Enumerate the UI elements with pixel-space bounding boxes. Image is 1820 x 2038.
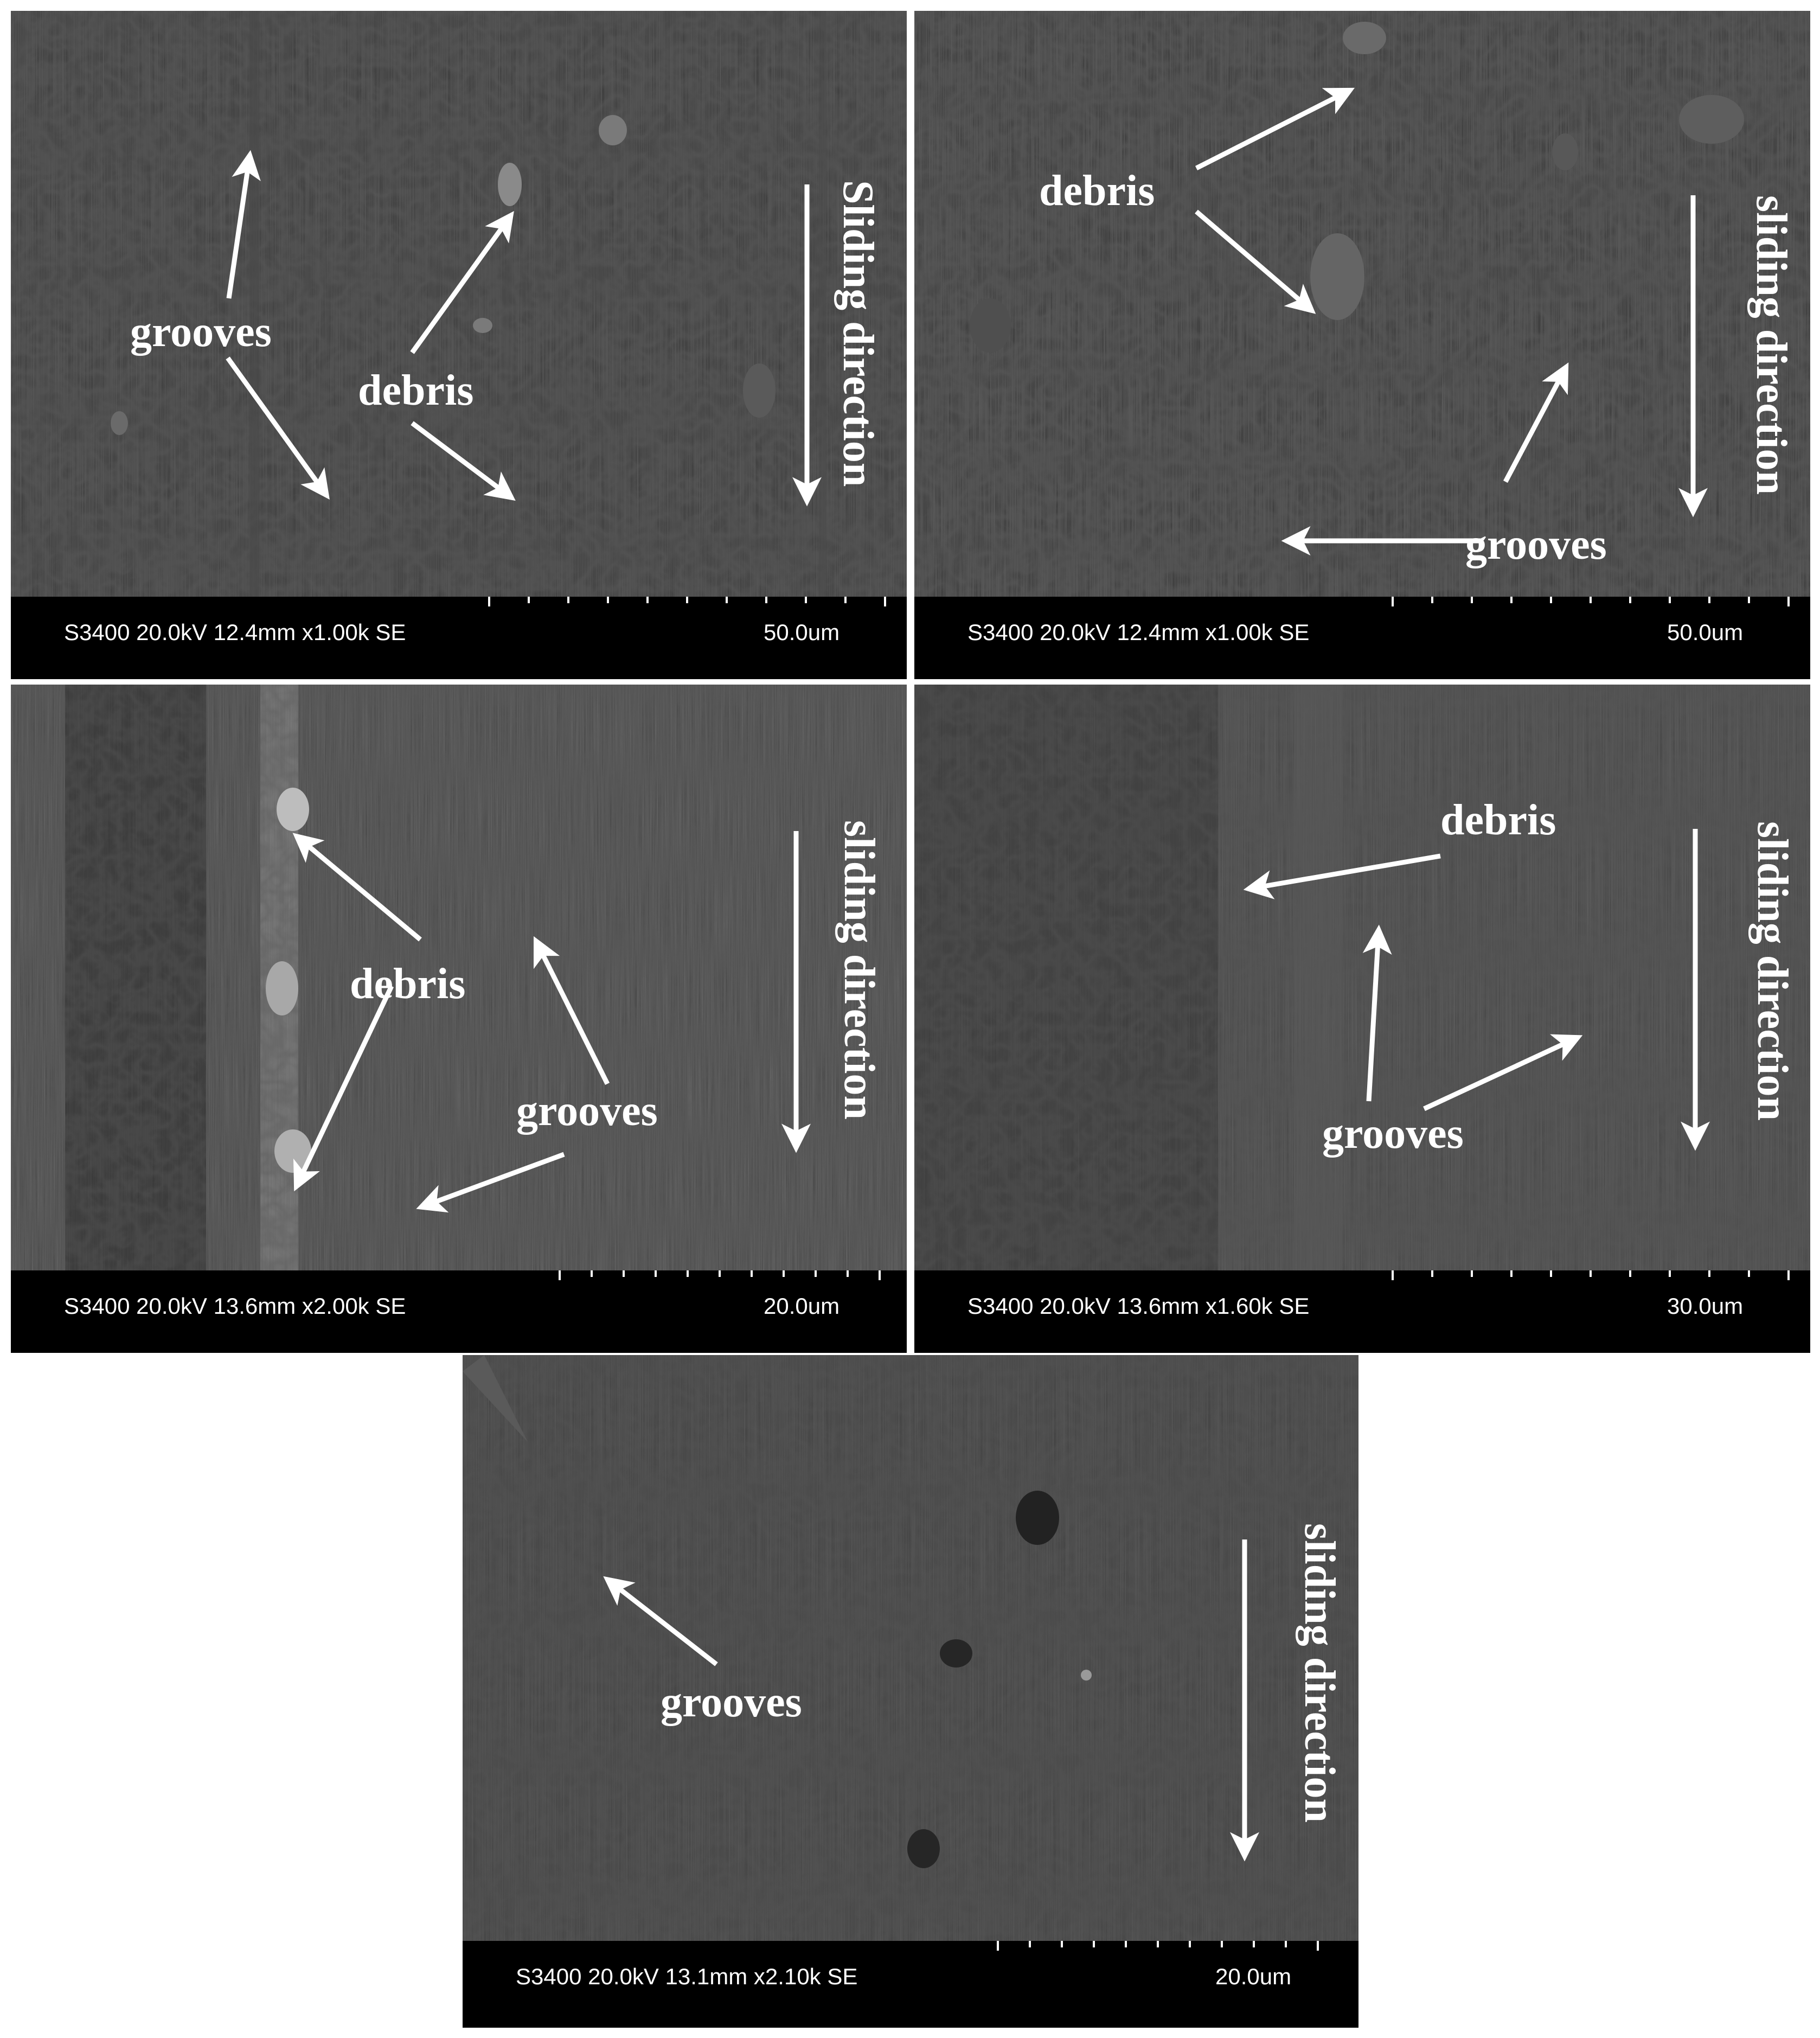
grooves-label: grooves xyxy=(1465,521,1607,568)
sliding-direction-label: sliding direction xyxy=(835,820,883,1120)
sem-data-bar: S3400 20.0kV 12.4mm x1.00k SE 50.0um xyxy=(914,597,1810,679)
sliding-direction-label: sliding direction xyxy=(1748,821,1796,1121)
debris-label: debris xyxy=(350,960,466,1008)
instrument-info: S3400 20.0kV 13.6mm x2.00k SE xyxy=(64,1293,406,1319)
sem-micrograph-4 xyxy=(914,685,1810,1270)
scale-bar-ticks xyxy=(1392,597,1790,606)
sem-data-bar: S3400 20.0kV 13.6mm x2.00k SE 20.0um xyxy=(11,1270,907,1353)
sem-micrograph-2 xyxy=(914,11,1810,597)
sem-micrograph-1 xyxy=(11,11,907,597)
scale-bar-ticks xyxy=(997,1941,1319,1951)
grooves-label: grooves xyxy=(130,308,272,356)
scale-bar-label: 50.0um xyxy=(1667,619,1744,645)
sem-micrograph-5 xyxy=(463,1355,1358,1941)
scale-bar-ticks xyxy=(1392,1270,1790,1280)
debris-label: debris xyxy=(1039,167,1155,215)
sem-panel-4: debris grooves sliding direction S3400 2… xyxy=(914,685,1810,1353)
sem-panel-5: grooves sliding direction S3400 20.0kV 1… xyxy=(463,1355,1358,2028)
sem-panel-2: debris grooves sliding direction S3400 2… xyxy=(914,11,1810,679)
scale-bar-ticks xyxy=(488,597,886,606)
scale-bar-ticks xyxy=(559,1270,881,1280)
sem-data-bar: S3400 20.0kV 13.6mm x1.60k SE 30.0um xyxy=(914,1270,1810,1353)
grooves-label: grooves xyxy=(661,1678,802,1726)
sliding-direction-label: sliding direction xyxy=(1296,1523,1343,1823)
sem-panel-1: grooves debris Sliding direction S3400 2… xyxy=(11,11,907,679)
grooves-label: grooves xyxy=(1322,1110,1464,1158)
scale-bar-label: 50.0um xyxy=(764,619,840,645)
sliding-direction-label: sliding direction xyxy=(1747,195,1795,495)
sem-data-bar: S3400 20.0kV 12.4mm x1.00k SE 50.0um xyxy=(11,597,907,679)
grooves-label: grooves xyxy=(516,1087,658,1135)
instrument-info: S3400 20.0kV 13.1mm x2.10k SE xyxy=(516,1964,858,1989)
instrument-info: S3400 20.0kV 13.6mm x1.60k SE xyxy=(967,1293,1310,1319)
scale-bar-label: 20.0um xyxy=(764,1293,840,1319)
sem-panel-3: debris grooves sliding direction S3400 2… xyxy=(11,685,907,1353)
debris-label: debris xyxy=(358,367,474,414)
sliding-direction-label: Sliding direction xyxy=(834,180,882,487)
sem-data-bar: S3400 20.0kV 13.1mm x2.10k SE 20.0um xyxy=(463,1941,1358,2028)
instrument-info: S3400 20.0kV 12.4mm x1.00k SE xyxy=(64,619,406,645)
instrument-info: S3400 20.0kV 12.4mm x1.00k SE xyxy=(967,619,1310,645)
scale-bar-label: 20.0um xyxy=(1215,1964,1292,1989)
debris-label: debris xyxy=(1440,796,1556,844)
scale-bar-label: 30.0um xyxy=(1667,1293,1744,1319)
